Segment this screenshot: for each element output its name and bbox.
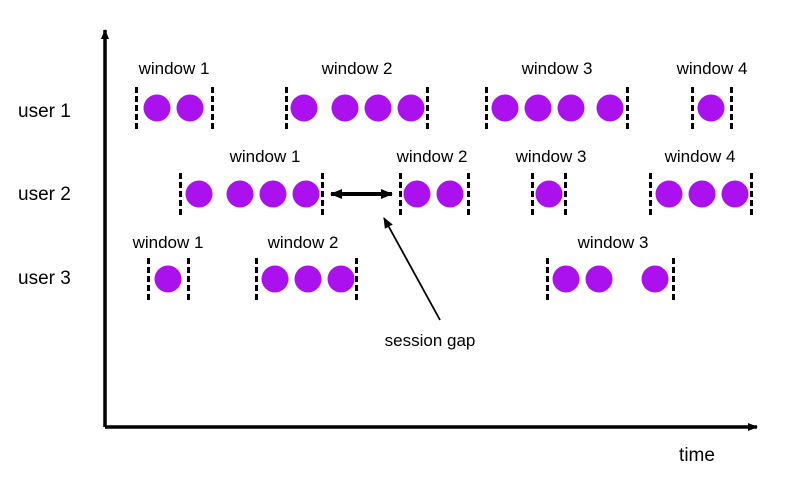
session-gap-label: session gap <box>384 331 476 350</box>
event-dot <box>596 94 624 122</box>
window-start-marker <box>483 87 489 129</box>
event-dot <box>364 94 392 122</box>
event-dot <box>397 94 425 122</box>
event-dot <box>331 94 359 122</box>
window-end-marker <box>670 258 676 300</box>
event-dot <box>154 265 182 293</box>
event-dot <box>721 180 749 208</box>
window-label: window 2 <box>396 147 468 166</box>
event-dot <box>143 94 171 122</box>
event-dot <box>403 180 431 208</box>
window-start-marker <box>397 173 403 215</box>
window-start-marker <box>529 173 535 215</box>
window-end-marker <box>624 87 630 129</box>
window-end-marker <box>748 173 754 215</box>
window-label: window 1 <box>229 147 301 166</box>
event-dot <box>552 265 580 293</box>
event-dot <box>697 94 725 122</box>
event-dot <box>557 94 585 122</box>
window-start-marker <box>253 258 259 300</box>
window-end-marker <box>209 87 215 129</box>
event-dot <box>436 180 464 208</box>
session-gap-leader-line <box>383 217 441 321</box>
event-dot <box>185 180 213 208</box>
window-start-marker <box>145 258 151 300</box>
event-dot <box>688 180 716 208</box>
event-dot <box>294 265 322 293</box>
window-start-marker <box>689 87 695 129</box>
window-label: window 3 <box>521 59 593 78</box>
window-start-marker <box>647 173 653 215</box>
window-start-marker <box>544 258 550 300</box>
window-label: window 1 <box>132 233 204 252</box>
window-label: window 1 <box>138 59 210 78</box>
event-dot <box>327 265 355 293</box>
event-dot <box>491 94 519 122</box>
row-label-user-2: user 2 <box>18 184 71 205</box>
window-start-marker <box>177 173 183 215</box>
event-dot <box>176 94 204 122</box>
event-dot <box>585 265 613 293</box>
row-label-user-1: user 1 <box>18 101 71 122</box>
event-dot <box>290 94 318 122</box>
window-label: window 3 <box>577 233 649 252</box>
event-dot <box>292 180 320 208</box>
event-dot <box>259 180 287 208</box>
event-dot <box>261 265 289 293</box>
window-label: window 3 <box>515 147 587 166</box>
window-end-marker <box>562 173 568 215</box>
window-label: window 2 <box>321 59 393 78</box>
window-start-marker <box>283 87 289 129</box>
window-end-marker <box>465 173 471 215</box>
window-end-marker <box>319 173 325 215</box>
window-end-marker <box>728 87 734 129</box>
window-end-marker <box>424 87 430 129</box>
window-end-marker <box>353 258 359 300</box>
window-label: window 4 <box>676 59 748 78</box>
event-dot <box>641 265 669 293</box>
event-dot <box>655 180 683 208</box>
x-axis-label: time <box>679 445 715 466</box>
window-end-marker <box>185 258 191 300</box>
event-dot <box>524 94 552 122</box>
window-label: window 2 <box>267 233 339 252</box>
window-label: window 4 <box>664 147 736 166</box>
row-label-user-3: user 3 <box>18 268 71 289</box>
window-start-marker <box>133 87 139 129</box>
event-dot <box>226 180 254 208</box>
event-dot <box>535 180 563 208</box>
